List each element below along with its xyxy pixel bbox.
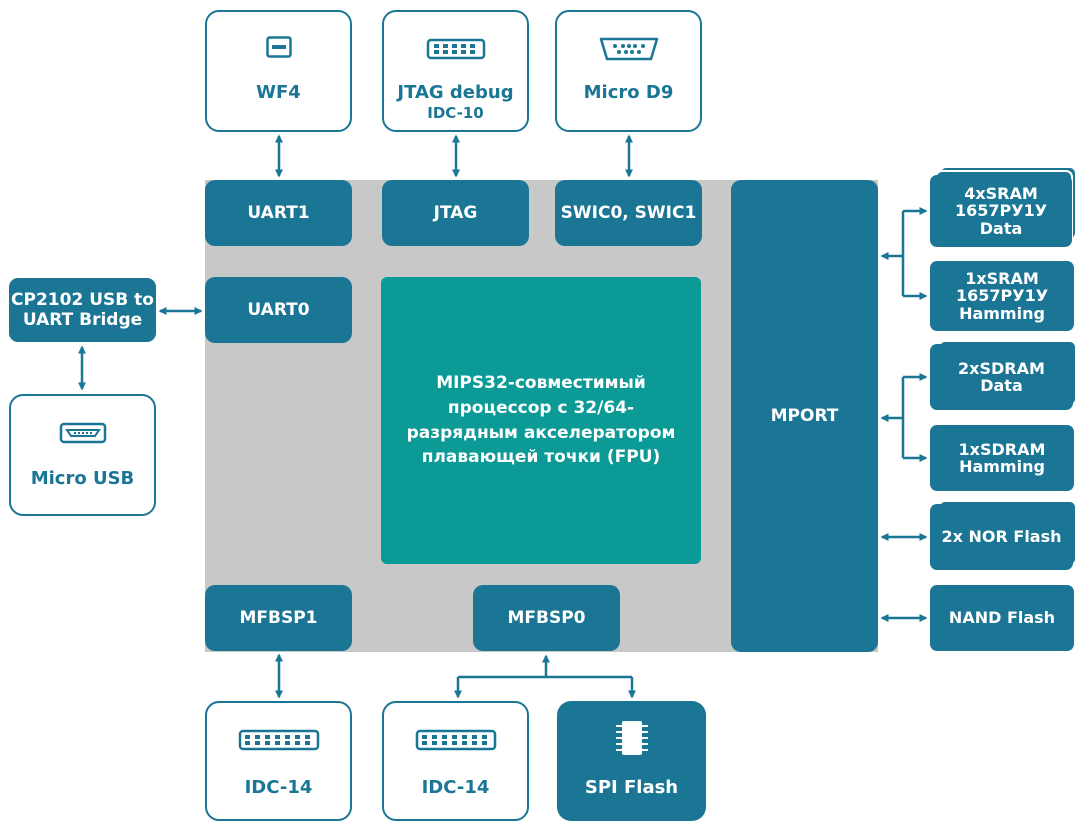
cpu-block: MIPS32-совместимый процессор с 32/64- ра… [381,277,701,564]
jtag-block: JTAG [382,180,529,246]
connector-icon [207,36,350,58]
uart1-block: UART1 [205,180,352,246]
spi-flash-label: SPI Flash [584,777,679,798]
swic-block: SWIC0, SWIC1 [555,180,702,246]
usb-icon [11,422,154,444]
micro-usb-box: Micro USB [9,394,156,516]
sdram-hamming-block: 1xSDRAM Hamming [930,425,1074,491]
micro-d9-label: Micro D9 [583,82,674,103]
mport-block: MPORT [731,180,878,652]
sram-data-block: 4xSRAM 1657РУ1У Data [930,175,1072,247]
idc14-right-box: IDC-14 [382,701,529,821]
sdram-data-block: 2xSDRAM Data [930,344,1073,410]
nor-flash-block: 2x NOR Flash [930,504,1073,570]
jtag-debug-box: JTAG debug IDC-10 [382,10,529,132]
pin-header-icon [384,38,527,60]
idc14-left-box: IDC-14 [205,701,352,821]
d9-connector-icon [557,36,700,62]
pin-header-icon [384,729,527,751]
wf4-connector-box: WF4 [205,10,352,132]
idc14-right-label: IDC-14 [421,777,490,798]
jtag-debug-sublabel: IDC-10 [427,104,484,122]
jtag-debug-label: JTAG debug [397,82,514,103]
pin-header-icon [207,729,350,751]
wf4-label: WF4 [256,82,301,103]
chip-icon [557,719,706,757]
mfbsp0-block: MFBSP0 [473,585,620,651]
cp2102-bridge-block: CP2102 USB to UART Bridge [9,278,156,342]
micro-usb-label: Micro USB [30,468,135,489]
spi-flash-box: SPI Flash [557,701,706,821]
mfbsp1-block: MFBSP1 [205,585,352,651]
uart0-block: UART0 [205,277,352,343]
idc14-left-label: IDC-14 [244,777,313,798]
sram-hamming-block: 1xSRAM 1657РУ1У Hamming [930,261,1074,331]
micro-d9-box: Micro D9 [555,10,702,132]
nand-flash-block: NAND Flash [930,585,1074,651]
